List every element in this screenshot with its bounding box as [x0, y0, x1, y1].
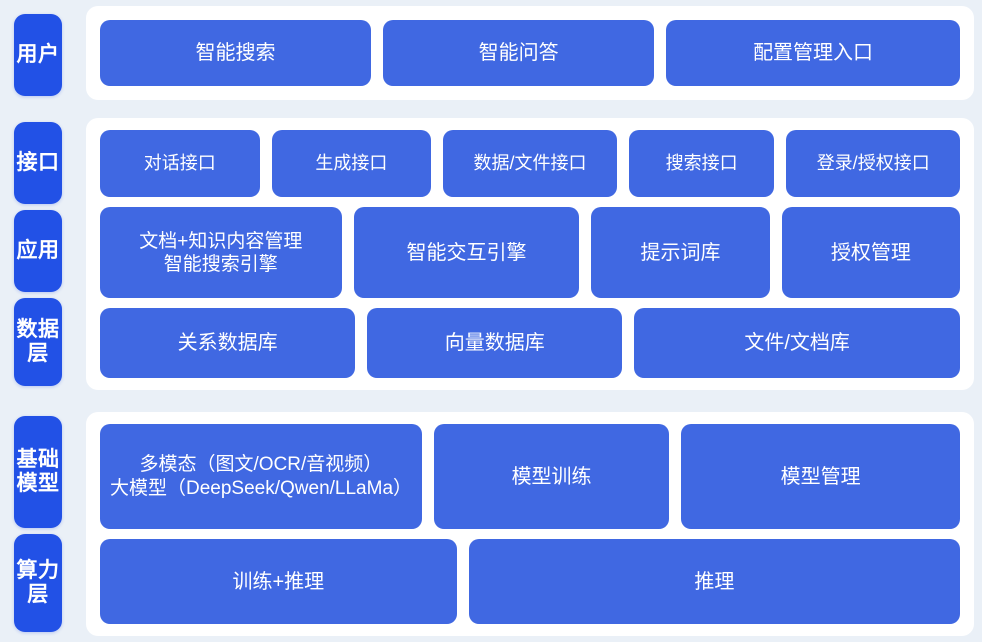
row-api: 对话接口 生成接口 数据/文件接口 搜索接口 登录/授权接口	[100, 130, 960, 198]
node-training-and-inference[interactable]: 训练+推理	[100, 539, 457, 624]
row-compute: 训练+推理 推理	[100, 539, 960, 624]
panel-middle: 对话接口 生成接口 数据/文件接口 搜索接口 登录/授权接口 文档+知识内容管理…	[86, 118, 974, 390]
band-middle: 接口 应用 数据层 对话接口 生成接口 数据/文件接口 搜索接口 登录/授权接口…	[0, 118, 982, 390]
rail-tab-foundation-model[interactable]: 基础模型	[14, 416, 62, 528]
panel-users: 智能搜索 智能问答 配置管理入口	[86, 6, 974, 100]
band-users: 用户 智能搜索 智能问答 配置管理入口	[0, 6, 982, 100]
rail-tab-compute-layer[interactable]: 算力层	[14, 534, 62, 632]
row-data: 关系数据库 向量数据库 文件/文档库	[100, 307, 961, 379]
band-infra: 基础模型 算力层 多模态（图文/OCR/音视频） 大模型（DeepSeek/Qw…	[0, 412, 982, 636]
node-prompt-library[interactable]: 提示词库	[591, 207, 770, 298]
rail-middle: 接口 应用 数据层	[0, 118, 76, 390]
row-user-entries: 智能搜索 智能问答 配置管理入口	[100, 20, 960, 86]
node-inference[interactable]: 推理	[468, 539, 960, 624]
node-relational-database[interactable]: 关系数据库	[100, 307, 356, 379]
rail-tab-data[interactable]: 数据层	[14, 298, 62, 386]
node-login-auth-api[interactable]: 登录/授权接口	[786, 130, 960, 198]
row-model: 多模态（图文/OCR/音视频） 大模型（DeepSeek/Qwen/LLaMa）…	[100, 424, 961, 530]
node-vector-database[interactable]: 向量数据库	[367, 307, 623, 379]
node-generation-api[interactable]: 生成接口	[271, 130, 432, 198]
node-file-document-store[interactable]: 文件/文档库	[634, 307, 961, 379]
node-smart-qa[interactable]: 智能问答	[383, 20, 655, 86]
node-dialog-api[interactable]: 对话接口	[100, 130, 260, 198]
rail-tab-app[interactable]: 应用	[14, 210, 62, 293]
rail-tab-api[interactable]: 接口	[14, 122, 62, 205]
rail-tab-user[interactable]: 用户	[14, 14, 62, 96]
node-model-training[interactable]: 模型训练	[433, 424, 670, 530]
panel-infra: 多模态（图文/OCR/音视频） 大模型（DeepSeek/Qwen/LLaMa）…	[86, 412, 974, 636]
node-authorization-management[interactable]: 授权管理	[781, 207, 960, 298]
node-smart-interaction-engine[interactable]: 智能交互引擎	[353, 207, 580, 298]
node-doc-knowledge-management[interactable]: 文档+知识内容管理 智能搜索引擎	[100, 207, 342, 298]
rail-infra: 基础模型 算力层	[0, 412, 76, 636]
node-data-file-api[interactable]: 数据/文件接口	[443, 130, 617, 198]
node-multimodal-large-model[interactable]: 多模态（图文/OCR/音视频） 大模型（DeepSeek/Qwen/LLaMa）	[100, 424, 422, 530]
row-app: 文档+知识内容管理 智能搜索引擎 智能交互引擎 提示词库 授权管理	[100, 207, 960, 298]
rail-users: 用户	[0, 6, 76, 100]
node-config-management-entry[interactable]: 配置管理入口	[666, 20, 960, 86]
node-model-management[interactable]: 模型管理	[681, 424, 961, 530]
node-smart-search[interactable]: 智能搜索	[100, 20, 372, 86]
node-search-api[interactable]: 搜索接口	[628, 130, 775, 198]
